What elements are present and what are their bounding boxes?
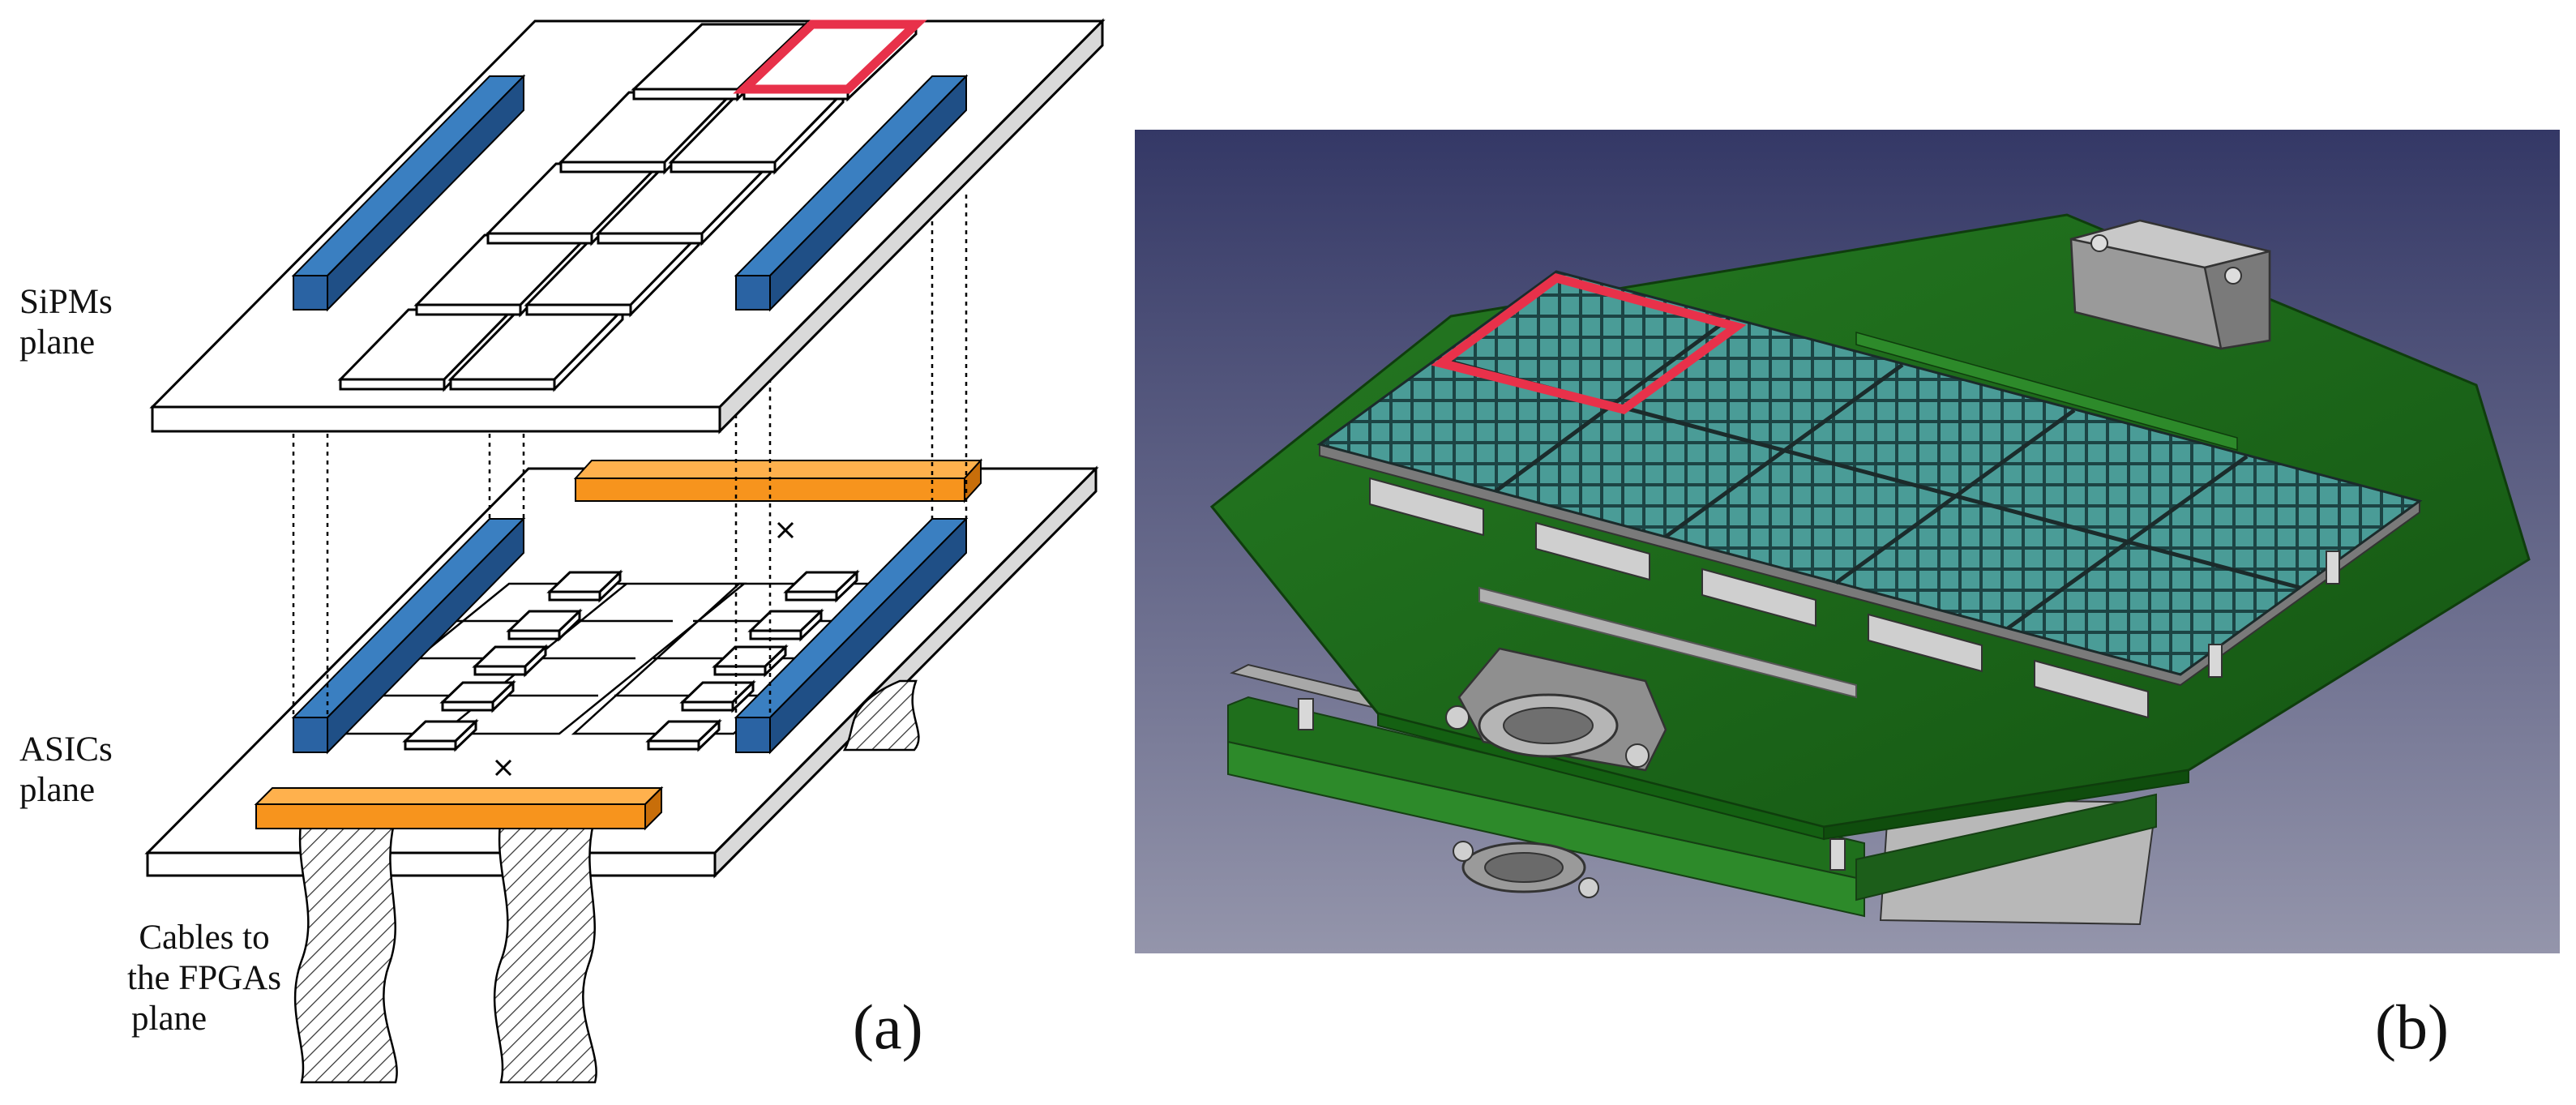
alignment-dashed-lines xyxy=(292,195,968,717)
sipm-tile-highlight xyxy=(733,19,927,94)
asic-chip xyxy=(645,718,722,752)
cable-label: Cables to the FPGAs plane xyxy=(107,918,302,1039)
asic-chip xyxy=(679,679,756,713)
sipm-plane-label-line2: plane xyxy=(19,323,96,362)
cable-label-line2: the FPGAs xyxy=(127,959,281,997)
asic-orange-bar-bottom xyxy=(254,786,664,831)
sipm-array xyxy=(1316,270,2423,719)
sipm-tile xyxy=(595,161,773,246)
panel-a-letter: (a) xyxy=(853,992,923,1062)
sipm-tiles xyxy=(337,19,927,392)
sipm-tile xyxy=(524,232,702,318)
panel-b-render xyxy=(1135,130,2560,953)
asic-plane-board xyxy=(144,465,1099,879)
sipm-module-connectors xyxy=(1369,477,2149,719)
top-connector xyxy=(2069,219,2271,350)
asic-orange-bar-top xyxy=(573,458,983,503)
sipm-highlight xyxy=(1431,272,1747,414)
cable-label-line3: plane xyxy=(131,1000,208,1038)
asic-chip xyxy=(439,679,516,713)
sipm-plane-label: SiPMs plane xyxy=(19,282,113,363)
asic-chip xyxy=(506,608,583,642)
panel-a-diagram xyxy=(144,18,1106,1084)
asic-blue-connector-left xyxy=(291,516,526,755)
standoffs xyxy=(1298,550,2340,871)
asic-chip xyxy=(472,644,549,678)
cable-ribbon-right xyxy=(493,816,597,1084)
sipm-blue-connector-left xyxy=(291,74,526,312)
asic-blue-connector-right xyxy=(734,516,969,755)
front-dsub-connector xyxy=(1445,647,1667,772)
asic-plane-label-line1: ASICs xyxy=(19,730,113,769)
asic-chip xyxy=(402,718,479,752)
alignment-marks xyxy=(494,521,794,777)
cable-label-line1: Cables to xyxy=(139,919,270,957)
asic-chip xyxy=(546,569,623,603)
sipm-blue-connector-right xyxy=(734,74,969,312)
sipm-plane-label-line1: SiPMs xyxy=(19,283,113,321)
asic-chip xyxy=(747,608,824,642)
asic-chips xyxy=(402,569,860,752)
bottom-dsub-connector xyxy=(1453,841,1599,898)
cable-ribbon-left xyxy=(293,816,398,1084)
asic-plane-label: ASICs plane xyxy=(19,730,113,811)
sipm-tile xyxy=(668,89,846,175)
cable-ribbon-right-back xyxy=(842,679,920,752)
asic-plane-label-line2: plane xyxy=(19,771,96,809)
asic-chip xyxy=(783,569,860,603)
panel-b-letter: (b) xyxy=(2375,992,2449,1062)
